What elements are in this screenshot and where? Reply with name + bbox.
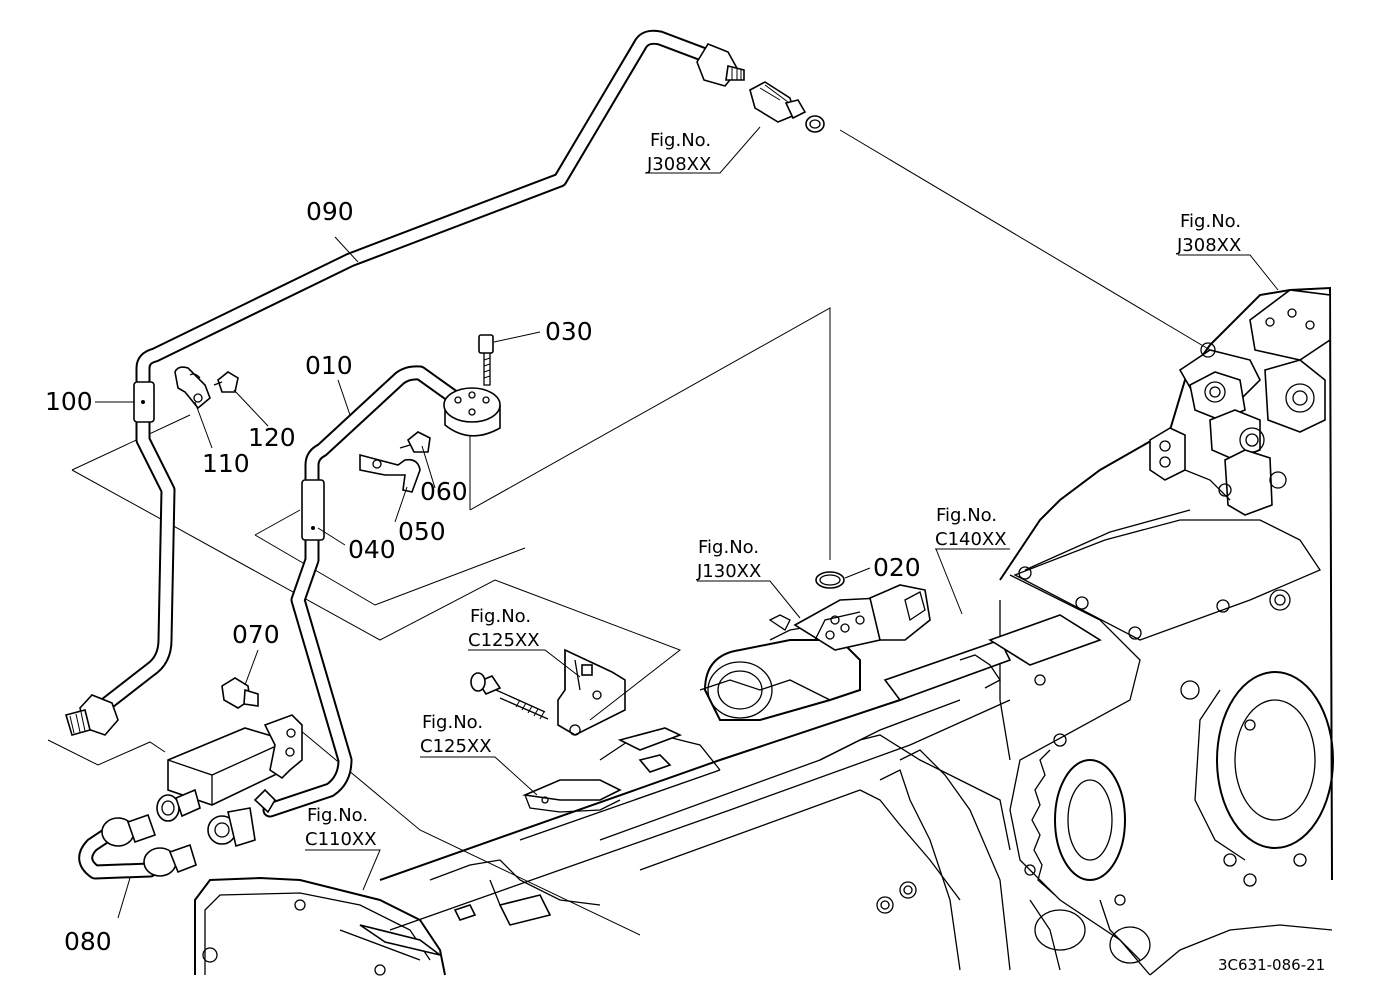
label-030: 030 bbox=[545, 317, 593, 346]
fig-ref-c140-prefix: Fig.No. bbox=[936, 505, 997, 526]
drawing-code: 3C631-086-21 bbox=[1218, 956, 1325, 974]
clamp-050 bbox=[359, 431, 431, 493]
fig-ref-c110-prefix: Fig.No. bbox=[307, 805, 368, 826]
label-050: 050 bbox=[398, 517, 446, 546]
pipe-010 bbox=[262, 365, 463, 818]
lower-bracket-c125 bbox=[522, 779, 622, 813]
fig-ref-c110: C110XX bbox=[305, 829, 377, 850]
figure-references: Fig.No. J308XX Fig.No. J308XX Fig.No. C1… bbox=[305, 130, 1241, 850]
fig-ref-j308-right-prefix: Fig.No. bbox=[1180, 211, 1241, 232]
label-010: 010 bbox=[305, 351, 353, 380]
connector-j308-top bbox=[749, 81, 825, 133]
fig-ref-j308-top-prefix: Fig.No. bbox=[650, 130, 711, 151]
label-080: 080 bbox=[64, 927, 112, 956]
fig-ref-j308-top: J308XX bbox=[646, 154, 711, 175]
label-100: 100 bbox=[45, 387, 93, 416]
label-040: 040 bbox=[348, 535, 396, 564]
fig-ref-c125-lower-prefix: Fig.No. bbox=[422, 712, 483, 733]
fig-ref-j308-right: J308XX bbox=[1176, 235, 1241, 256]
fig-ref-c125-upper-prefix: Fig.No. bbox=[470, 606, 531, 627]
label-090: 090 bbox=[306, 197, 354, 226]
fig-ref-c140: C140XX bbox=[935, 529, 1007, 550]
fig-ref-j130-prefix: Fig.No. bbox=[698, 537, 759, 558]
label-110: 110 bbox=[202, 449, 250, 478]
oring-020 bbox=[815, 571, 845, 589]
fig-ref-j130: J130XX bbox=[696, 561, 761, 582]
main-frame bbox=[194, 584, 1102, 976]
label-020: 020 bbox=[873, 553, 921, 582]
clamp-110 bbox=[174, 366, 239, 410]
block-030 bbox=[443, 334, 501, 437]
fig-ref-c125-lower: C125XX bbox=[420, 736, 492, 757]
fig-ref-c125-upper: C125XX bbox=[468, 630, 540, 651]
upper-bracket-c125 bbox=[470, 648, 626, 736]
label-120: 120 bbox=[248, 423, 296, 452]
transmission-housing bbox=[999, 286, 1334, 976]
reference-frames bbox=[47, 129, 1211, 936]
part-labels: 010 020 030 040 050 060 070 080 090 100 … bbox=[45, 197, 921, 956]
pipe-090 bbox=[64, 29, 745, 736]
valve-block-070 bbox=[78, 677, 303, 880]
leader-lines bbox=[95, 126, 1279, 919]
label-070: 070 bbox=[232, 620, 280, 649]
label-060: 060 bbox=[420, 477, 468, 506]
